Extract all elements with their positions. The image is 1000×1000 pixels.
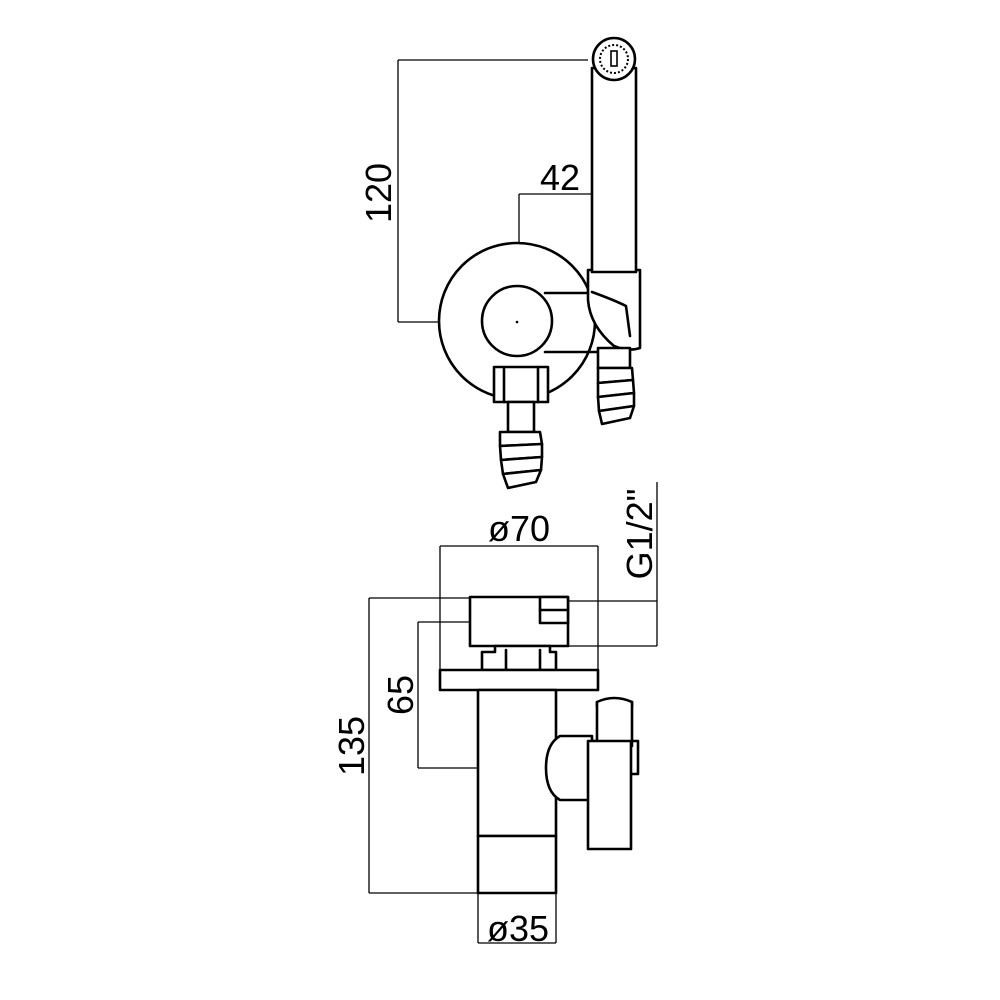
- connector-sleeve: [596, 346, 632, 370]
- nut-body: [480, 644, 558, 672]
- connector-stem: [506, 400, 536, 434]
- spray-handle: [590, 36, 638, 274]
- holder-clip-detail: [590, 290, 632, 338]
- top-view: 120 42: [358, 36, 642, 490]
- dimension-label-thread: G1/2": [619, 489, 660, 580]
- pipe-lower: [476, 834, 558, 895]
- dimension-42: 42: [518, 157, 613, 270]
- dimension-label-diameter-35: ø35: [487, 908, 549, 949]
- dimension-120: 120: [358, 59, 588, 323]
- front-view: ø70 G1/2" 65 135 ø35: [331, 482, 660, 949]
- dimension-label-65: 65: [380, 675, 421, 715]
- dimension-label-135: 135: [331, 716, 372, 776]
- spray-button: [610, 50, 618, 67]
- body-pipe: [476, 688, 558, 895]
- hose-coil: [501, 468, 543, 490]
- dimension-label-diameter-70: ø70: [488, 508, 550, 549]
- outlet-cap: [544, 734, 594, 802]
- dimension-diameter-70: ø70: [439, 508, 599, 690]
- dimension-thread: G1/2": [568, 482, 660, 647]
- holder-clip: [586, 268, 642, 351]
- lever-top: [595, 696, 634, 707]
- handle-body: [590, 66, 638, 274]
- lever-handle: [586, 739, 633, 851]
- valve-head: [468, 595, 570, 648]
- dimension-label-42: 42: [540, 157, 580, 198]
- pipe-upper: [476, 688, 558, 838]
- hose-connector-left: [492, 365, 550, 490]
- side-outlet-lever: [544, 696, 640, 851]
- spray-holder-bracket: [543, 268, 642, 354]
- wall-plate: [438, 668, 600, 692]
- collar-nut: [480, 644, 558, 672]
- dimension-135: 135: [331, 597, 478, 894]
- connector-nut: [492, 365, 550, 404]
- hose-coil: [597, 404, 636, 426]
- dimension-diameter-35: ø35: [477, 893, 557, 949]
- dimension-label-120: 120: [358, 163, 399, 223]
- lever-stub: [595, 700, 634, 748]
- hose-connector-right: [596, 346, 636, 426]
- spray-nozzles: [599, 44, 629, 74]
